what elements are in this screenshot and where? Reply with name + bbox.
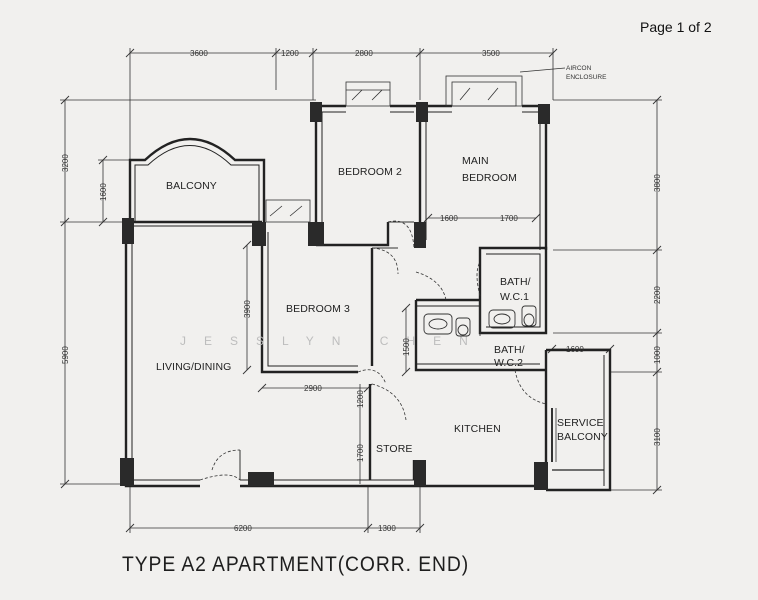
dim-top-2800: 2800 [355,49,373,58]
dim-bedroom3-width: 2900 [304,384,322,393]
dim-bath2-1500: 1500 [402,338,411,356]
columns [120,102,550,490]
dim-bottom-6200: 6200 [234,524,252,533]
room-kitchen: KITCHEN [454,423,501,435]
room-balcony: BALCONY [166,180,217,192]
dim-right-3800: 3800 [653,174,662,192]
room-bedroom-2: BEDROOM 2 [338,166,402,178]
room-bath-2-line1: BATH/ [494,344,525,356]
bath-fixtures [423,300,537,337]
dim-service-1600: 1600 [566,345,584,354]
dim-main-bed-1600: 1600 [440,214,458,223]
room-bedroom-3: BEDROOM 3 [286,303,350,315]
room-bath-1-line1: BATH/ [500,276,531,288]
dim-bottom-1300: 1300 [378,524,396,533]
room-service-balcony-line1: SERVICE [557,417,604,429]
dim-right-3100: 3100 [653,428,662,446]
dim-top-3500: 3500 [482,49,500,58]
dim-bedroom3-height: 3900 [243,300,252,318]
room-living-dining: LIVING/DINING [156,361,231,373]
aircon-note-line2: ENCLOSURE [566,74,607,81]
dim-right-1000: 1000 [653,346,662,364]
dim-right-2200: 2200 [653,286,662,304]
doors [199,220,547,481]
dim-top-1200: 1200 [281,49,299,58]
room-service-balcony-line2: BALCONY [557,431,608,443]
plan-title: TYPE A2 APARTMENT(CORR. END) [122,553,470,576]
dimension-lines [60,48,662,533]
watermark: JESSLYN CHEN [180,334,486,348]
room-main-bedroom-line2: BEDROOM [462,172,517,184]
page-number: Page 1 of 2 [640,19,712,35]
dim-top-3600: 3600 [190,49,208,58]
dim-store-1200: 1200 [356,390,365,408]
aircon-note-line1: AIRCON [566,65,592,72]
door-leaves [239,221,414,480]
room-bath-2-line2: W.C.2 [494,357,523,369]
room-store: STORE [376,443,412,455]
dim-left-3200: 3200 [61,154,70,172]
dim-main-bed-1700: 1700 [500,214,518,223]
room-main-bedroom-line1: MAIN [462,155,489,167]
dim-left-1600: 1600 [99,183,108,201]
room-bath-1-line2: W.C.1 [500,291,529,303]
walls [124,104,612,492]
dim-left-5900: 5900 [61,346,70,364]
dim-store-1700: 1700 [356,444,365,462]
windows [265,75,557,462]
